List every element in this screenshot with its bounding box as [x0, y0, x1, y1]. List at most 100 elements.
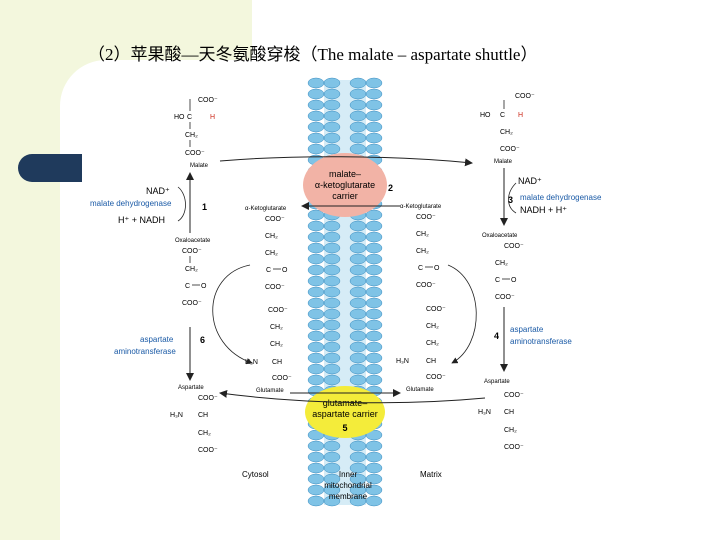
cytosol-malate: COO⁻ HO C H CH₂ COO⁻ Malate	[174, 97, 218, 169]
lipid-head	[307, 462, 325, 474]
svg-text:CH₂: CH₂	[426, 340, 439, 347]
lipid-head	[323, 352, 341, 364]
svg-text:Oxaloacetate: Oxaloacetate	[482, 233, 518, 239]
lipid-head	[307, 286, 325, 298]
svg-text:HO: HO	[480, 112, 491, 119]
svg-text:CH₂: CH₂	[504, 427, 517, 434]
svg-text:O: O	[511, 277, 517, 284]
lipid-head	[365, 143, 383, 155]
svg-text:COO⁻: COO⁻	[426, 374, 446, 381]
svg-text:Glutamate: Glutamate	[256, 388, 284, 394]
lipid-head	[307, 110, 325, 122]
carrier1-number: 2	[388, 183, 393, 193]
lipid-head	[365, 99, 383, 111]
cytosol-nadh: H⁺ + NADH	[118, 215, 165, 225]
lipid-head	[307, 451, 325, 463]
step1-number: 1	[202, 202, 207, 212]
svg-text:Oxaloacetate: Oxaloacetate	[175, 238, 211, 244]
lipid-head	[365, 286, 383, 298]
cytosol-kg: α-Ketoglutarate COO⁻ CH₂ CH₂ C O COO⁻	[245, 206, 288, 291]
lipid-head	[323, 220, 341, 232]
membrane-label-2: mitochondrial	[324, 481, 372, 490]
matrix-aspartate: Aspartate COO⁻ H₃N CH CH₂ COO⁻	[478, 379, 524, 451]
svg-text:C: C	[187, 114, 192, 121]
svg-text:H: H	[210, 114, 215, 121]
lipid-head	[349, 77, 367, 89]
svg-text:CH₂: CH₂	[265, 250, 278, 257]
membrane-label-1: Inner	[339, 470, 358, 479]
svg-text:α-Ketoglutarate: α-Ketoglutarate	[400, 204, 442, 210]
svg-text:Aspartate: Aspartate	[484, 379, 510, 385]
lipid-head	[307, 77, 325, 89]
lipid-head	[307, 264, 325, 276]
svg-text:CH₂: CH₂	[270, 324, 283, 331]
lipid-head	[349, 440, 367, 452]
svg-text:COO⁻: COO⁻	[198, 447, 218, 454]
svg-text:COO⁻: COO⁻	[426, 306, 446, 313]
lipid-head	[365, 374, 383, 386]
carrier1-line2: α-ketoglutarate	[315, 180, 375, 190]
carrier2-line2: aspartate carrier	[312, 409, 378, 419]
cytosol-transaminase-line2: aminotransferase	[114, 347, 176, 356]
svg-text:COO⁻: COO⁻	[504, 392, 524, 399]
lipid-head	[307, 121, 325, 133]
carrier1-line3: carrier	[332, 191, 358, 201]
svg-text:COO⁻: COO⁻	[185, 150, 205, 157]
matrix-glutamate: COO⁻ CH₂ CH₂ H₃N CH COO⁻ Glutamate	[396, 306, 446, 393]
lipid-head	[307, 253, 325, 265]
lipid-head	[365, 275, 383, 287]
svg-text:COO⁻: COO⁻	[495, 294, 515, 301]
svg-text:COO⁻: COO⁻	[272, 375, 292, 382]
svg-text:C: C	[495, 277, 500, 284]
matrix-nadh: NADH + H⁺	[520, 205, 567, 215]
svg-text:H: H	[518, 112, 523, 119]
lipid-head	[307, 473, 325, 485]
svg-text:O: O	[201, 283, 207, 290]
svg-text:CH: CH	[198, 412, 208, 419]
lipid-head	[323, 275, 341, 287]
lipid-head	[323, 121, 341, 133]
lipid-head	[323, 440, 341, 452]
lipid-head	[323, 132, 341, 144]
lipid-head	[365, 264, 383, 276]
lipid-head	[349, 374, 367, 386]
lipid-head	[365, 330, 383, 342]
svg-text:Malate: Malate	[190, 163, 209, 169]
lipid-head	[349, 99, 367, 111]
lipid-head	[365, 352, 383, 364]
lipid-head	[349, 363, 367, 375]
lipid-head	[323, 495, 341, 507]
svg-text:CH₂: CH₂	[185, 132, 198, 139]
matrix-transaminase-line1: aspartate	[510, 325, 544, 334]
lipid-head	[349, 451, 367, 463]
lipid-head	[365, 110, 383, 122]
carrier2-line1: glutamate–	[323, 398, 368, 408]
lipid-head	[323, 99, 341, 111]
lipid-head	[365, 440, 383, 452]
lipid-head	[307, 132, 325, 144]
lipid-head	[349, 341, 367, 353]
svg-text:COO⁻: COO⁻	[500, 146, 520, 153]
svg-text:CH₂: CH₂	[416, 248, 429, 255]
svg-text:C: C	[266, 267, 271, 274]
arrow-aspartate-transport	[219, 389, 486, 404]
lipid-head	[365, 242, 383, 254]
step3-number: 3	[508, 195, 513, 205]
glu-asp-carrier	[305, 386, 385, 438]
lipid-head	[323, 77, 341, 89]
matrix-kg: α-Ketoglutarate COO⁻ CH₂ CH₂ C O COO⁻	[400, 204, 442, 289]
lipid-head	[349, 110, 367, 122]
svg-text:COO⁻: COO⁻	[416, 214, 436, 221]
lipid-head	[307, 352, 325, 364]
svg-text:COO⁻: COO⁻	[504, 444, 524, 451]
lipid-head	[365, 495, 383, 507]
lipid-head	[323, 473, 341, 485]
svg-text:H₃N: H₃N	[478, 409, 491, 416]
cytosol-transaminase-line1: aspartate	[140, 335, 174, 344]
lipid-head	[349, 275, 367, 287]
svg-text:Malate: Malate	[494, 159, 513, 165]
lipid-head	[323, 363, 341, 375]
lipid-head	[307, 275, 325, 287]
lipid-head	[323, 319, 341, 331]
lipid-head	[307, 99, 325, 111]
